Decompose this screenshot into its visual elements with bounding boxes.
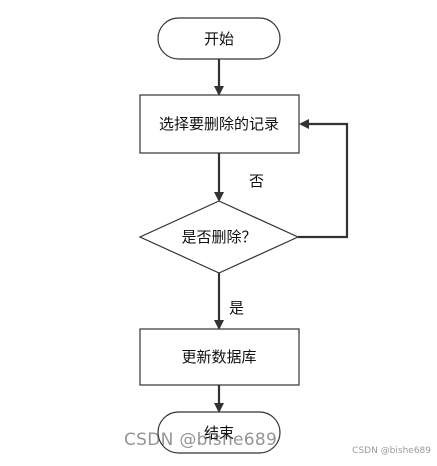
start-label: 开始 [204, 30, 234, 48]
decision-node: 是否删除？ [138, 200, 300, 274]
end-node: 结束 [157, 411, 281, 454]
arrow-decision-loop-back [298, 119, 349, 239]
csdn-watermark-corner: CSDN @bishe689 [352, 446, 431, 456]
csdn-watermark-center: CSDN @bishe689 [124, 430, 278, 450]
yes-edge-label: 是 [229, 299, 244, 317]
update-database-label: 更新数据库 [181, 348, 256, 366]
update-database-process-shape [139, 328, 300, 386]
end-terminator-shape [157, 411, 281, 454]
decision-label: 是否删除？ [181, 228, 256, 246]
select-record-process-shape [139, 94, 300, 154]
end-label: 结束 [204, 424, 234, 442]
select-record-label: 选择要删除的记录 [159, 115, 279, 133]
start-node: 开始 [157, 17, 281, 60]
select-record-node: 选择要删除的记录 [139, 94, 300, 154]
update-database-node: 更新数据库 [139, 328, 300, 386]
no-edge-label: 否 [249, 172, 264, 190]
